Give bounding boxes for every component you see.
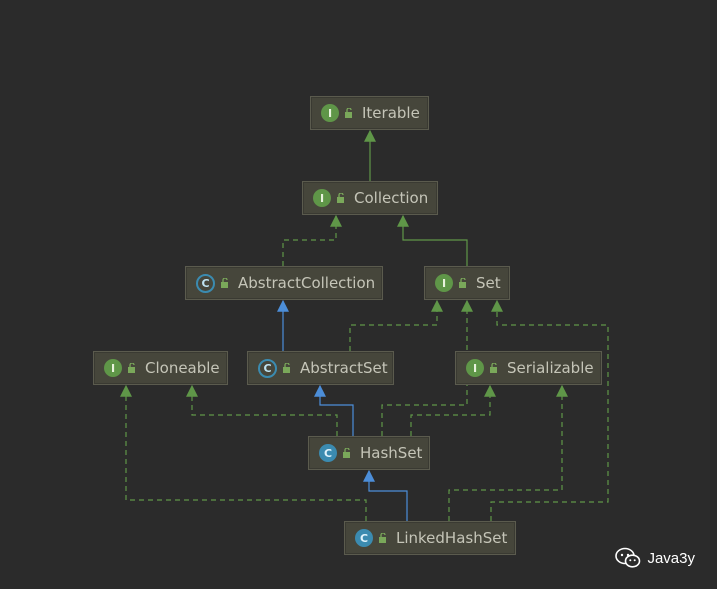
node-hash-set[interactable]: C HashSet <box>308 436 430 470</box>
edge-abstractset-set <box>349 299 443 351</box>
edge-linkedhashset-hashset <box>363 469 408 521</box>
node-iterable[interactable]: I Iterable <box>310 96 429 130</box>
node-label: AbstractCollection <box>238 274 376 292</box>
node-abstract-set[interactable]: C AbstractSet <box>247 351 394 385</box>
node-label: AbstractSet <box>300 359 388 377</box>
abstract-class-icon: C <box>258 358 277 378</box>
interface-icon: I <box>104 359 122 377</box>
unlock-icon <box>283 363 290 373</box>
edge-linkedhashset-cloneable <box>120 384 367 521</box>
node-label: Serializable <box>507 359 594 377</box>
watermark: Java3y <box>615 547 695 569</box>
node-collection[interactable]: I Collection <box>302 181 438 215</box>
edge-abstractcollection-collection <box>282 214 342 266</box>
node-label: Cloneable <box>145 359 220 377</box>
node-cloneable[interactable]: I Cloneable <box>93 351 228 385</box>
edge-hashset-cloneable <box>186 384 338 436</box>
edge-hashset-serializable <box>410 384 496 436</box>
node-label: HashSet <box>360 444 423 462</box>
unlock-icon <box>128 363 135 373</box>
unlock-icon <box>379 533 386 543</box>
interface-icon: I <box>466 359 484 377</box>
node-label: Set <box>476 274 501 292</box>
unlock-icon <box>490 363 497 373</box>
interface-icon: I <box>321 104 339 122</box>
node-label: Iterable <box>362 104 420 122</box>
unlock-icon <box>221 278 228 288</box>
unlock-icon <box>459 278 466 288</box>
node-linked-hash-set[interactable]: C LinkedHashSet <box>344 521 516 555</box>
node-abstract-collection[interactable]: C AbstractCollection <box>185 266 383 300</box>
edge-hashset-abstractset <box>314 384 354 436</box>
node-serializable[interactable]: I Serializable <box>455 351 602 385</box>
wechat-icon <box>615 547 641 568</box>
unlock-icon <box>337 193 344 203</box>
unlock-icon <box>345 108 352 118</box>
class-icon: C <box>355 529 373 547</box>
edge-set-collection <box>397 214 468 266</box>
edge-linkedhashset-set <box>490 299 609 521</box>
class-icon: C <box>319 444 337 462</box>
interface-icon: I <box>435 274 453 292</box>
edge-linkedhashset-serializable <box>448 384 568 521</box>
node-label: Collection <box>354 189 429 207</box>
node-set[interactable]: I Set <box>424 266 510 300</box>
edge-hashset-set <box>381 299 473 436</box>
interface-icon: I <box>313 189 331 207</box>
abstract-class-icon: C <box>196 273 215 293</box>
watermark-text: Java3y <box>647 549 695 567</box>
node-label: LinkedHashSet <box>396 529 508 547</box>
unlock-icon <box>343 448 350 458</box>
